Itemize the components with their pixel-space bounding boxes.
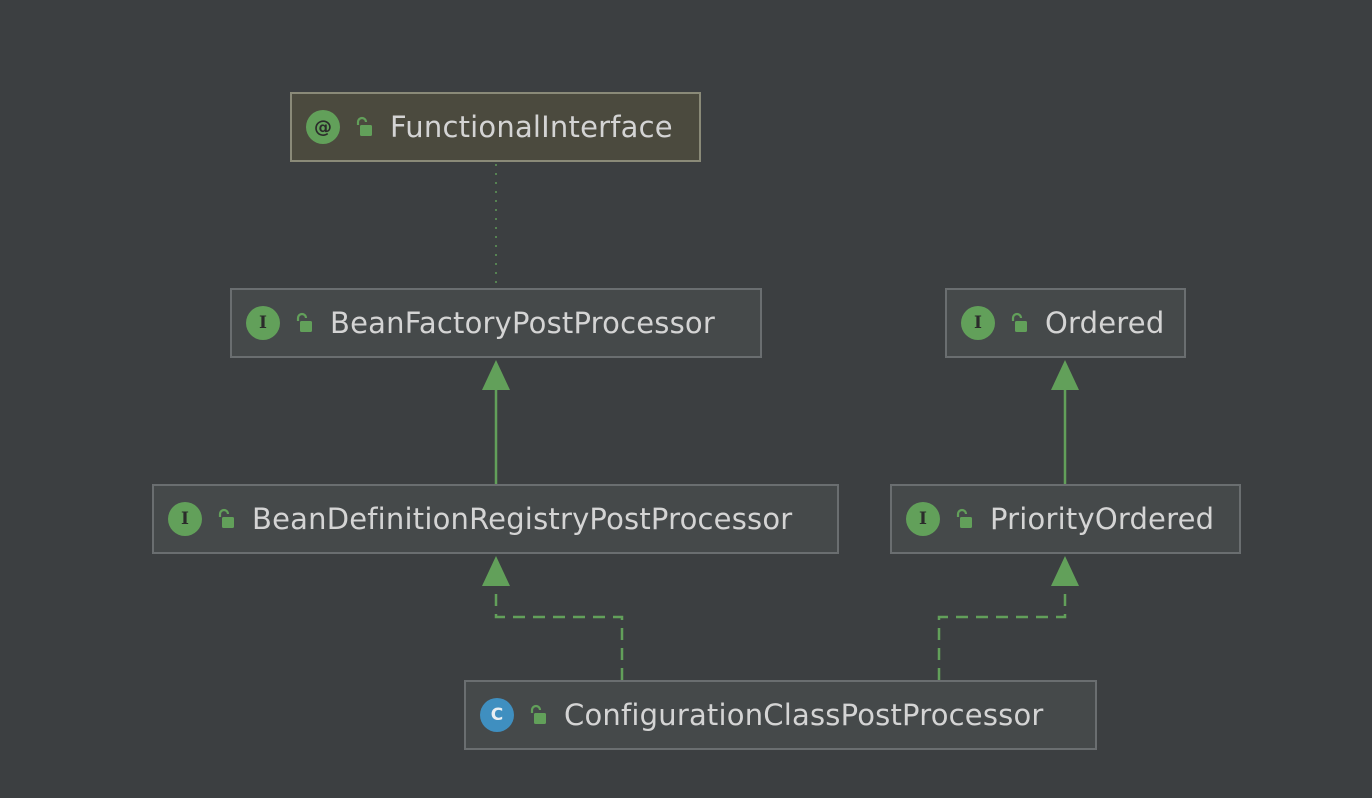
node-label: Ordered — [1045, 306, 1165, 340]
arrowhead-bdrpp — [482, 556, 510, 586]
unlocked-icon — [216, 508, 236, 530]
annotation-kind-icon: @ — [306, 110, 340, 144]
arrowhead-bfpp — [482, 360, 510, 390]
interface-kind-icon: I — [168, 502, 202, 536]
node-label: PriorityOrdered — [990, 502, 1215, 536]
interface-kind-icon: I — [961, 306, 995, 340]
interface-kind-icon: I — [246, 306, 280, 340]
node-ordered[interactable]: I Ordered — [945, 288, 1186, 358]
node-functional-interface[interactable]: @ FunctionalInterface — [290, 92, 701, 162]
node-configuration-class-post-processor[interactable]: C ConfigurationClassPostProcessor — [464, 680, 1097, 750]
class-kind-icon: C — [480, 698, 514, 732]
unlocked-icon — [528, 704, 548, 726]
unlocked-icon — [354, 116, 374, 138]
node-label: BeanFactoryPostProcessor — [330, 306, 715, 340]
node-label: BeanDefinitionRegistryPostProcessor — [252, 502, 793, 536]
unlocked-icon — [294, 312, 314, 334]
node-bean-factory-post-processor[interactable]: I BeanFactoryPostProcessor — [230, 288, 762, 358]
arrowhead-priority-ordered — [1051, 556, 1079, 586]
unlocked-icon — [1009, 312, 1029, 334]
node-priority-ordered[interactable]: I PriorityOrdered — [890, 484, 1241, 554]
unlocked-icon — [954, 508, 974, 530]
arrowhead-ordered — [1051, 360, 1079, 390]
edge-ccpp-implements-bdrpp — [494, 586, 624, 680]
edge-ccpp-implements-priority-ordered — [937, 586, 1067, 680]
interface-kind-icon: I — [906, 502, 940, 536]
node-label: ConfigurationClassPostProcessor — [564, 698, 1044, 732]
node-bean-definition-registry-post-processor[interactable]: I BeanDefinitionRegistryPostProcessor — [152, 484, 839, 554]
node-label: FunctionalInterface — [390, 110, 673, 144]
